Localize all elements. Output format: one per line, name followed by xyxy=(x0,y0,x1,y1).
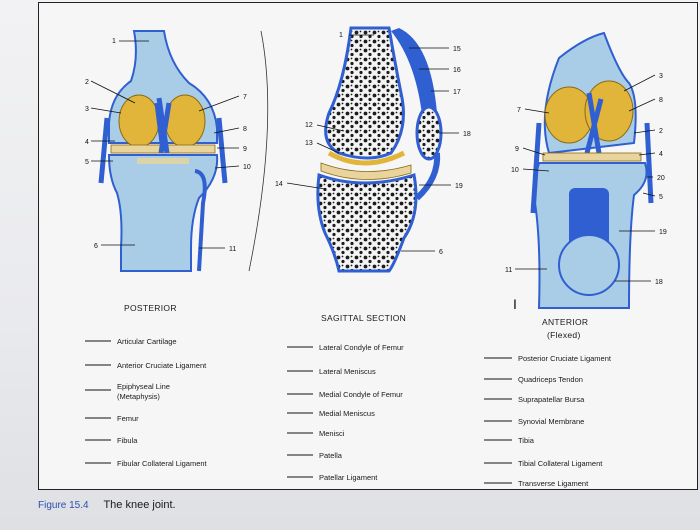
anterior-callout-10: 10 xyxy=(511,167,519,174)
term-medial-condyle-of-femur: Medial Condyle of Femur xyxy=(319,390,403,399)
anterior-view: 3 7 8 2 9 4 10 20 5 19 11 18 xyxy=(505,31,667,309)
posterior-tibia xyxy=(107,154,219,272)
term-posterior-cruciate-ligament: Posterior Cruciate Ligament xyxy=(518,354,612,363)
knee-illustration: 1 2 3 4 5 6 7 8 9 10 11 xyxy=(85,26,667,488)
posterior-callout-4: 4 xyxy=(85,139,89,146)
term-femur: Femur xyxy=(117,414,139,423)
sagittal-patella xyxy=(415,105,443,161)
sagittal-callout-1: 1 xyxy=(339,32,343,39)
anterior-callout-2: 2 xyxy=(659,128,663,135)
posterior-callout-1: 1 xyxy=(112,38,116,45)
term-metaphysis: (Metaphysis) xyxy=(117,392,160,401)
sagittal-callout-13: 13 xyxy=(305,140,313,147)
term-lateral-condyle-of-femur: Lateral Condyle of Femur xyxy=(319,343,404,352)
posterior-lateral-condyle xyxy=(118,94,160,148)
anterior-collateral-ligament xyxy=(530,122,654,214)
sagittal-patellar-ligament xyxy=(414,152,441,201)
term-fibula: Fibula xyxy=(117,436,138,445)
anterior-callout-11: 11 xyxy=(505,267,512,274)
sagittal-tibia xyxy=(316,172,418,273)
term-epiphyseal-line: Epiphyseal Line xyxy=(117,382,170,391)
posterior-collateral-ligament xyxy=(98,117,228,184)
anterior-cruciate xyxy=(584,92,604,154)
posterior-callout-8: 8 xyxy=(243,126,247,133)
anterior-callout-3: 3 xyxy=(659,73,663,80)
term-suprapatellar-bursa: Suprapatellar Bursa xyxy=(518,395,585,404)
term-transverse-ligament: Transverse Ligament xyxy=(518,479,589,488)
anterior-patella xyxy=(558,234,620,296)
term-quadriceps-tendon: Quadriceps Tendon xyxy=(518,375,583,384)
term-tibia: Tibia xyxy=(518,436,535,445)
sagittal-callout-14: 14 xyxy=(275,181,283,188)
sagittal-callouts xyxy=(286,34,459,252)
posterior-callout-2: 2 xyxy=(85,79,89,86)
anterior-subtitle: (Flexed) xyxy=(547,330,581,340)
posterior-callout-10: 10 xyxy=(243,164,251,171)
posterior-callout-7: 7 xyxy=(243,94,247,101)
term-blanks xyxy=(85,340,512,484)
sagittal-articular-cartilage xyxy=(327,150,406,166)
figure-number: Figure 15.4 xyxy=(38,500,89,511)
sagittal-callout-12: 12 xyxy=(305,122,313,129)
posterior-fibula xyxy=(194,169,207,272)
sagittal-femur xyxy=(324,26,405,160)
sagittal-callout-17: 17 xyxy=(453,89,461,96)
figure-title: The knee joint. xyxy=(103,499,176,511)
anterior-callout-19: 19 xyxy=(659,229,667,236)
sagittal-callout-16: 16 xyxy=(453,67,461,74)
term-patella: Patella xyxy=(319,451,343,460)
term-patellar-ligament: Patellar Ligament xyxy=(319,473,378,482)
posterior-callout-5: 5 xyxy=(85,159,89,166)
posterior-callout-11: 11 xyxy=(229,246,236,253)
figure-frame: 1 2 3 4 5 6 7 8 9 10 11 xyxy=(38,2,698,490)
sagittal-callout-18: 18 xyxy=(463,131,471,138)
anterior-callout-7: 7 xyxy=(517,107,521,114)
anterior-meniscus xyxy=(542,152,642,162)
anterior-callout-4: 4 xyxy=(659,151,663,158)
anterior-callout-20: 20 xyxy=(657,175,665,182)
anterior-callout-5: 5 xyxy=(659,194,663,201)
posterior-callouts xyxy=(90,40,240,249)
term-menisci: Menisci xyxy=(319,429,345,438)
sagittal-meniscus xyxy=(320,162,412,180)
sagittal-title: SAGITTAL SECTION xyxy=(321,313,406,323)
anterior-callout-8: 8 xyxy=(659,97,663,104)
term-lateral-meniscus: Lateral Meniscus xyxy=(319,367,376,376)
term-fibular-collateral-ligament: Fibular Collateral Ligament xyxy=(117,459,208,468)
term-medial-meniscus: Medial Meniscus xyxy=(319,409,375,418)
anterior-callout-9: 9 xyxy=(515,146,519,153)
posterior-callout-6: 6 xyxy=(94,243,98,250)
posterior-view: 1 2 3 4 5 6 7 8 9 10 11 xyxy=(85,30,251,272)
posterior-medial-condyle xyxy=(164,94,206,148)
posterior-title: POSTERIOR xyxy=(124,303,177,313)
sagittal-callout-6: 6 xyxy=(439,249,443,256)
anterior-callouts xyxy=(515,74,656,282)
posterior-cruciate-ligament xyxy=(154,97,172,154)
sagittal-callout-19: 19 xyxy=(455,183,463,190)
posterior-callout-3: 3 xyxy=(85,106,89,113)
figure-caption: Figure 15.4 The knee joint. xyxy=(38,499,176,511)
text-cursor-icon: I xyxy=(513,296,517,312)
term-tibial-collateral-ligament: Tibial Collateral Ligament xyxy=(518,459,603,468)
anterior-callout-18: 18 xyxy=(655,279,663,286)
term-anterior-cruciate-ligament: Anterior Cruciate Ligament xyxy=(117,361,207,370)
posterior-callout-9: 9 xyxy=(243,146,247,153)
sagittal-callout-15: 15 xyxy=(453,46,461,53)
sagittal-view: 1 12 13 14 15 16 17 18 19 6 xyxy=(248,26,471,273)
anterior-title: ANTERIOR xyxy=(542,317,588,327)
sagittal-quadriceps-tendon xyxy=(391,28,437,123)
term-articular-cartilage: Articular Cartilage xyxy=(117,337,177,346)
term-synovial-membrane: Synovial Membrane xyxy=(518,417,584,426)
